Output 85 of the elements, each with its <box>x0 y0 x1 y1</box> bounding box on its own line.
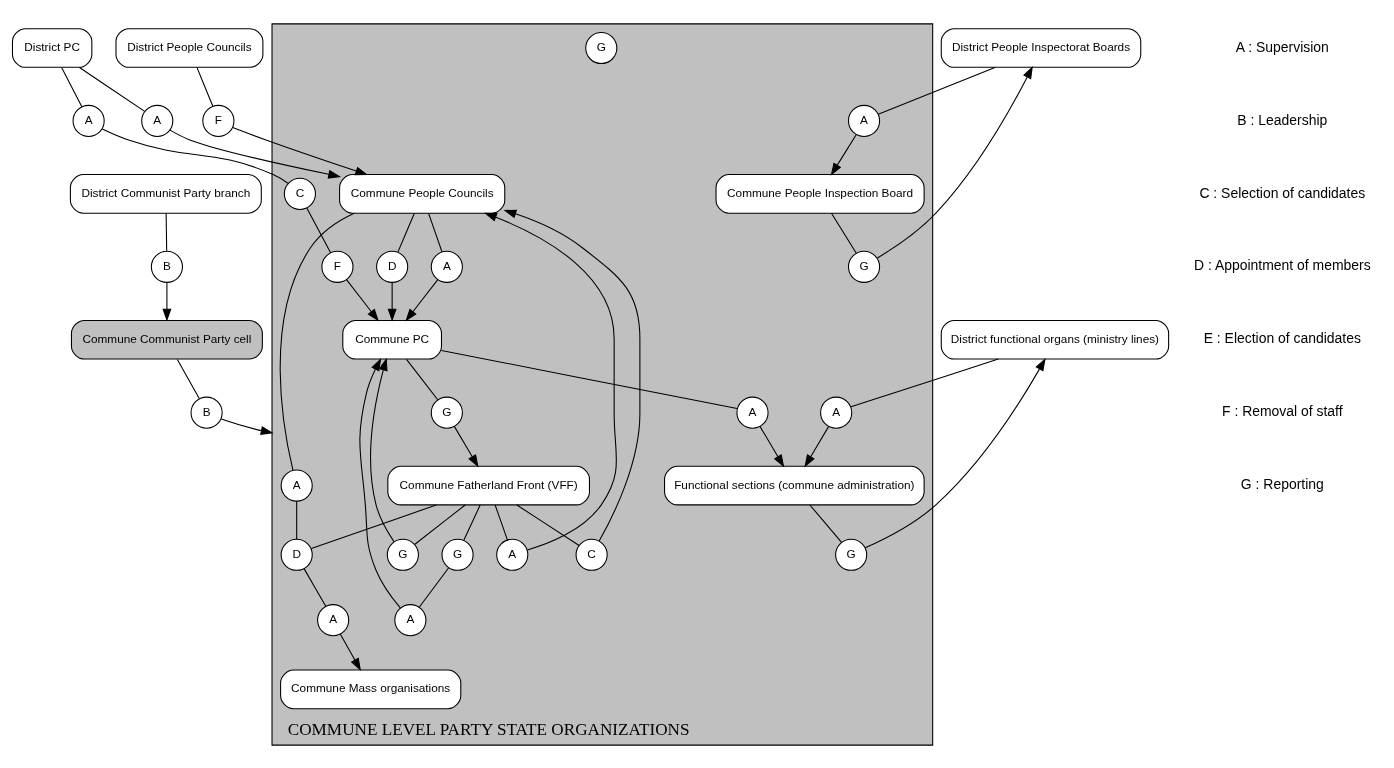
arrow <box>339 633 361 671</box>
node-circle: G <box>585 31 618 64</box>
connector <box>176 358 200 399</box>
node-circle: G <box>441 538 474 571</box>
node-circle: A <box>847 104 881 137</box>
node-circle: F <box>202 104 235 137</box>
connector <box>463 503 481 541</box>
node-circle: A <box>141 104 174 137</box>
node-circle: G <box>835 538 868 571</box>
label: G : Reporting <box>1240 475 1324 492</box>
node-box: District functional organs (ministry lines) <box>940 319 1170 360</box>
node-circle: B <box>190 396 223 429</box>
node-circle: D <box>376 250 409 283</box>
connector <box>877 66 996 115</box>
arrow <box>864 357 1046 548</box>
arrow <box>484 212 617 550</box>
node-circle: A <box>820 396 853 429</box>
connector <box>809 503 843 543</box>
node-circle: G <box>386 538 419 571</box>
label: A : Supervision <box>1235 38 1329 55</box>
node-circle: A <box>496 538 529 571</box>
arrow <box>804 425 830 467</box>
node-box: Commune People Councils <box>339 173 506 214</box>
node-circle: D <box>280 538 313 571</box>
node-box: District Communist Party branch <box>69 173 262 214</box>
label: D : Appointment of members <box>1194 256 1371 273</box>
label: B : Leadership <box>1237 111 1328 128</box>
node-circle: A <box>280 469 313 502</box>
label: C : Selection of candidates <box>1199 184 1366 201</box>
node-box: District People Councils <box>115 27 264 68</box>
arrow <box>387 281 397 322</box>
node-box: Commune PC <box>342 319 442 360</box>
arrow <box>759 425 785 467</box>
arrow <box>169 129 342 179</box>
connector <box>296 500 298 540</box>
node-circle: G <box>847 250 881 283</box>
arrow <box>359 357 401 608</box>
connector <box>306 206 332 253</box>
arrow <box>370 357 395 542</box>
arrow <box>405 278 439 322</box>
node-circle: A <box>72 104 105 137</box>
connector <box>850 358 999 407</box>
connector <box>61 66 83 107</box>
arrow <box>220 418 274 435</box>
connector <box>196 66 214 107</box>
node-box: District PC <box>11 27 93 68</box>
connector <box>397 212 415 253</box>
arrow <box>453 425 479 467</box>
arrow <box>162 281 172 322</box>
label: E : Election of candidates <box>1203 329 1361 346</box>
node-circle: B <box>150 250 183 283</box>
connector <box>418 566 450 608</box>
node-circle: A <box>736 396 769 429</box>
connector <box>494 503 508 540</box>
connector <box>279 212 355 471</box>
connector <box>310 503 437 549</box>
node-box: District People Inspectorat Boards <box>940 27 1142 68</box>
label: F : Removal of staff <box>1222 402 1343 419</box>
connector <box>405 358 439 400</box>
node-box: Commune Mass organisations <box>280 669 462 709</box>
node-box: Commune Communist Party cell <box>70 319 263 360</box>
node-box: Commune Fatherland Front (VFF) <box>387 465 590 505</box>
arrow <box>830 133 857 176</box>
arrow <box>345 278 379 322</box>
connector <box>428 212 443 252</box>
connector <box>101 127 289 184</box>
connector <box>414 503 466 545</box>
node-circle: C <box>575 538 608 571</box>
connector <box>440 349 738 409</box>
connector <box>165 212 168 251</box>
arrow <box>503 209 641 542</box>
node-box: Commune People Inspection Board <box>715 173 925 214</box>
node-circle: F <box>321 250 354 283</box>
connector <box>78 66 146 112</box>
node-box: Functional sections (commune administration) <box>664 465 925 505</box>
node-circle: A <box>394 603 427 636</box>
node-circle: A <box>430 250 463 283</box>
node-circle: G <box>430 396 463 429</box>
arrow <box>876 65 1033 259</box>
connector <box>516 503 580 546</box>
connector <box>303 567 327 607</box>
connector <box>831 212 857 254</box>
arrow <box>232 126 369 175</box>
node-circle: C <box>283 177 316 210</box>
node-circle: A <box>317 603 350 636</box>
